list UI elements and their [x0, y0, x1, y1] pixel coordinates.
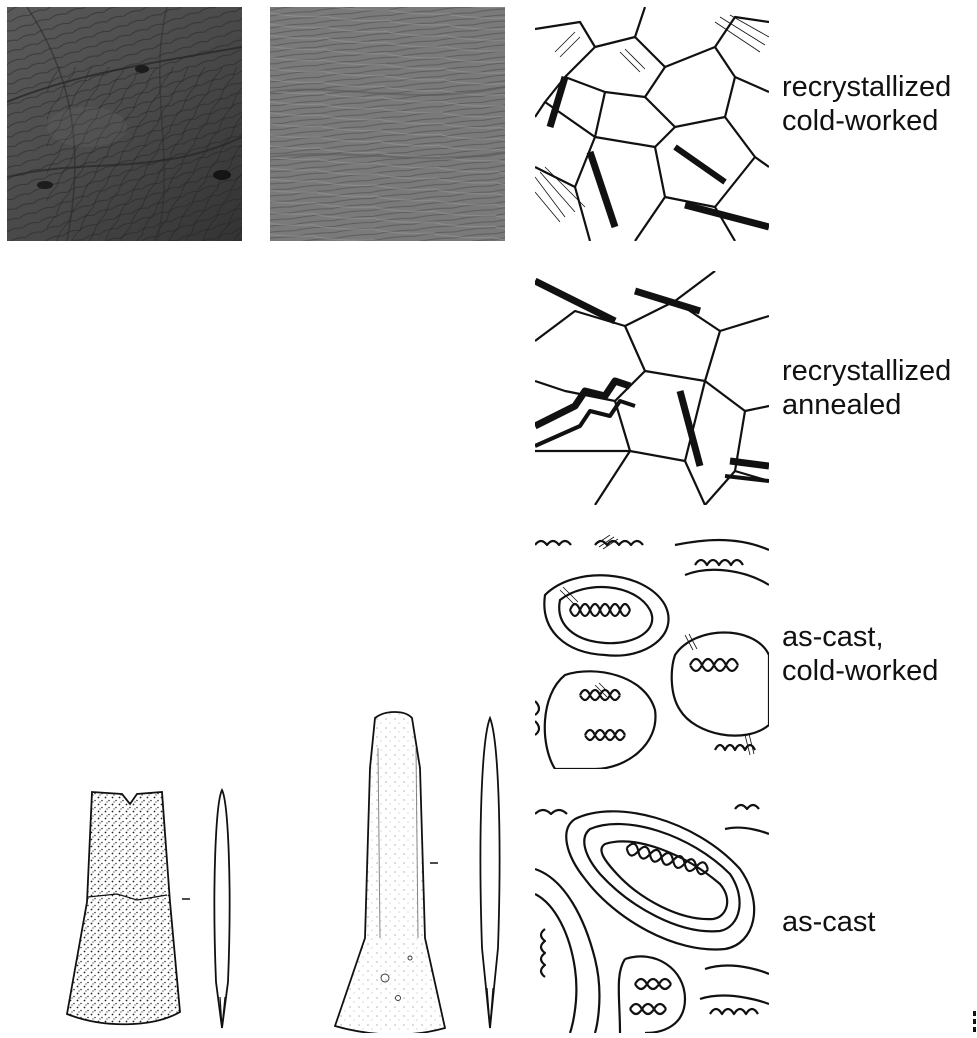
- label-line: recrystallized: [782, 70, 951, 104]
- label-as-cast: as-cast: [782, 905, 875, 939]
- axe-profile: [480, 718, 499, 1028]
- label-as-cast-cold-worked: as-cast, cold-worked: [782, 620, 938, 688]
- schematic-as-cast: [535, 799, 769, 1033]
- label-line: as-cast,: [782, 620, 938, 654]
- label-recrystallized-cold-worked: recrystallized cold-worked: [782, 70, 951, 138]
- micrograph-cold-worked-light: [270, 7, 505, 241]
- axe-front-face: [335, 712, 445, 1033]
- label-recrystallized-annealed: recrystallized annealed: [782, 354, 951, 422]
- label-line: cold-worked: [782, 104, 951, 138]
- label-line: cold-worked: [782, 654, 938, 688]
- label-line: recrystallized: [782, 354, 951, 388]
- axe-profile: [214, 790, 229, 1028]
- micrograph-cold-worked-dark: [7, 7, 242, 241]
- schematic-as-cast-cold-worked: [535, 535, 769, 769]
- edge-fragment: [972, 1010, 977, 1033]
- label-line: annealed: [782, 388, 951, 422]
- axe-front-face: [67, 792, 180, 1024]
- flat-axe-drawing: [62, 782, 252, 1033]
- flanged-axe-drawing: [330, 708, 510, 1033]
- schematic-recrystallized-cold-worked: [535, 7, 769, 241]
- schematic-recrystallized-annealed: [535, 271, 769, 505]
- label-line: as-cast: [782, 905, 875, 939]
